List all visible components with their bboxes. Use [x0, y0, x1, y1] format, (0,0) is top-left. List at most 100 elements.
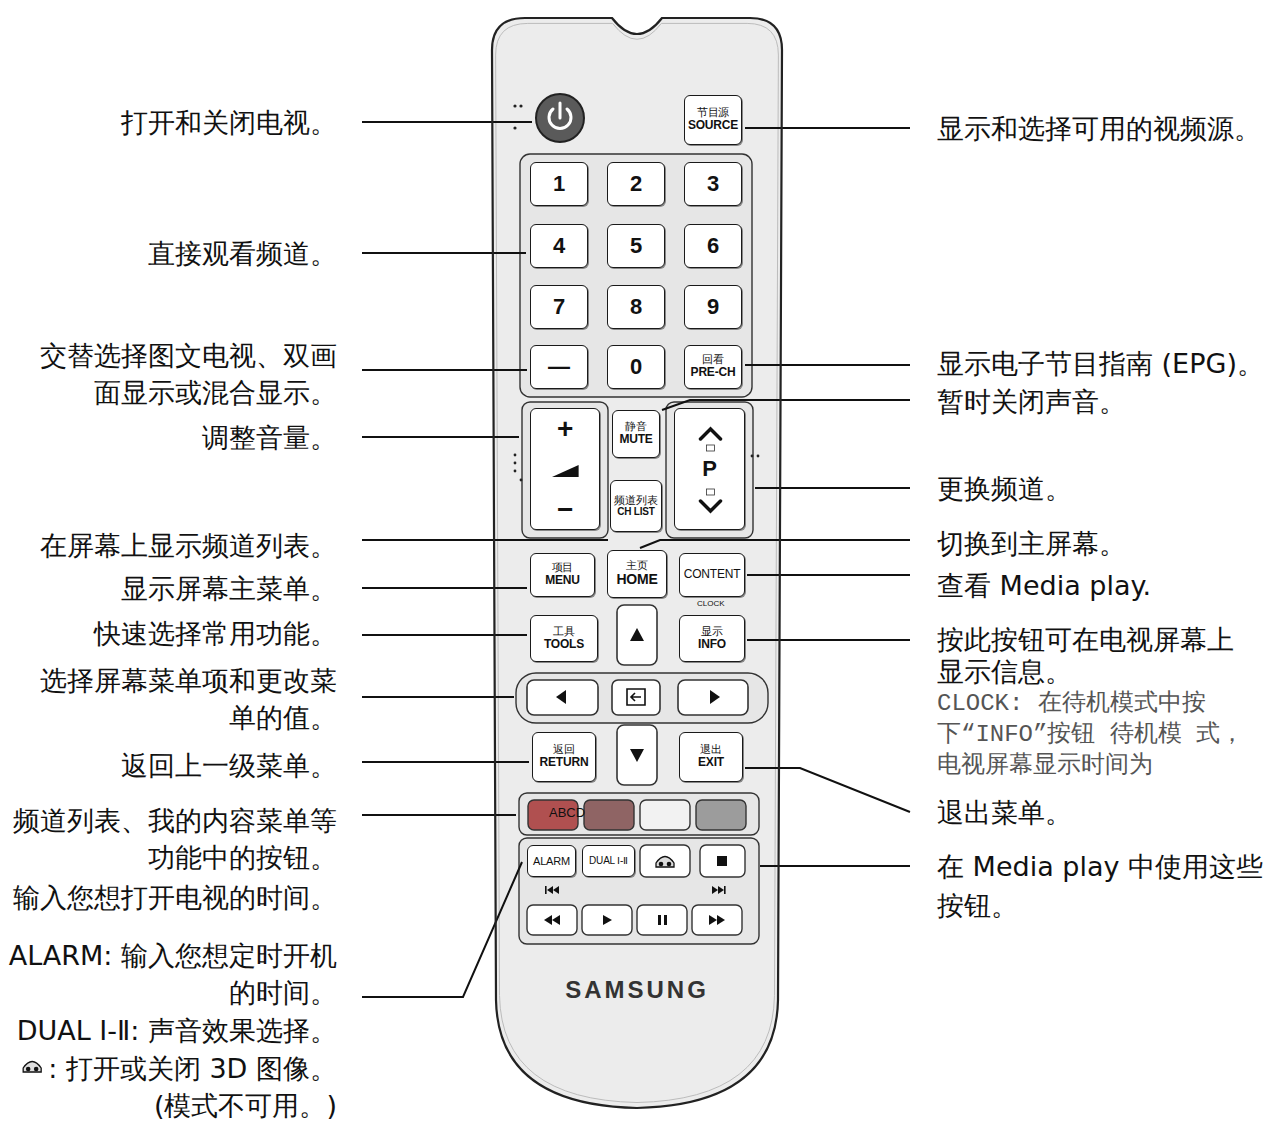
callout-text: 显示电子节目指南 (EPG)。: [937, 345, 1264, 382]
button-text: 8: [630, 295, 642, 320]
media-key: [527, 905, 577, 935]
remote-body-fill: [492, 18, 782, 1108]
button-text: TOOLS: [544, 638, 584, 651]
remote-button: 回看PRE-CH: [684, 345, 742, 389]
digit-group-outline: [520, 154, 752, 397]
left-key: [527, 680, 598, 715]
color-key-group: [519, 793, 759, 835]
enter-key: [612, 680, 660, 715]
power-symbol: [549, 103, 571, 128]
remote-button: 0: [607, 345, 665, 389]
skip-forward-bar: [724, 886, 726, 894]
indicator-dot: [757, 455, 760, 458]
channel-mini-icon: [707, 489, 715, 495]
3d-key: [640, 845, 690, 877]
button-text: 频道列表: [614, 495, 657, 507]
remote-button: 1: [530, 162, 588, 206]
channel-mini-icon: [707, 445, 715, 451]
button-text: SOURCE: [688, 119, 738, 132]
indicator-dot: [751, 455, 754, 458]
indicator-dot: [514, 454, 517, 457]
leader-line: [362, 252, 526, 254]
leader-line: [362, 862, 522, 997]
callout-text: 返回上一级菜单。: [121, 747, 337, 784]
callout-text: 退出菜单。: [937, 794, 1072, 831]
button-text: EXIT: [698, 756, 724, 769]
leader-line: [760, 865, 910, 867]
remote-button: CONTENT: [679, 553, 745, 597]
callout-text: 输入您想打开电视的时间。: [13, 879, 337, 916]
leader-line: [755, 487, 910, 489]
up-arrow: [630, 628, 644, 641]
pause-symbol: [658, 915, 661, 925]
button-text: 0: [630, 355, 642, 380]
button-text: 7: [553, 295, 565, 320]
callout-text: 查看 Media play.: [937, 567, 1151, 604]
3d-symbol-lens: [667, 862, 672, 867]
button-text: +: [557, 413, 573, 444]
leader-line: [362, 436, 519, 438]
remote-button: 退出EXIT: [679, 732, 743, 782]
callout-text: : 打开或关闭 3D 图像。 (模式不可用。): [0, 1050, 337, 1124]
leader-line: [362, 121, 532, 123]
callout-text: 直接观看频道。: [148, 235, 337, 272]
3d-legend-symbol-lens: [34, 1067, 39, 1072]
button-text: RETURN: [540, 756, 589, 769]
remote-button: 主页HOME: [607, 550, 667, 598]
remote-button: 9: [684, 285, 742, 329]
leader-line: [362, 369, 527, 371]
button-text: 工具: [553, 626, 575, 638]
callout-text: 暂时关闭声音。: [937, 383, 1126, 420]
leader-line: [747, 574, 910, 576]
callout-text: 在屏幕上显示频道列表。: [40, 527, 337, 564]
button-text: ALARM: [533, 855, 570, 867]
leader-line: [747, 639, 910, 641]
volume-group-outline: [522, 402, 608, 538]
skip-back-symbol: [553, 886, 559, 894]
key-marking: CLOCK: [697, 599, 725, 609]
right-key: [678, 680, 748, 715]
callout-text: 按此按钮可在电视屏幕上 显示信息。: [937, 624, 1282, 688]
callout-text: CLOCK: 在待机模式中按 下“INFO”按钮 待机模 式，电视屏幕显示时间为: [937, 688, 1257, 781]
button-text: 显示: [701, 626, 723, 638]
button-text: 返回: [553, 744, 575, 756]
brand-name: SAMSUNG: [488, 976, 786, 1004]
volume-wedge-shape: [552, 465, 579, 477]
remote-button: 显示INFO: [679, 615, 745, 662]
button-text: CH LIST: [617, 506, 655, 517]
remote-button: 频道列表CH LIST: [610, 480, 661, 532]
callout-text: DUAL Ⅰ-Ⅱ: 声音效果选择。: [17, 1012, 337, 1049]
right-arrow: [710, 690, 720, 704]
remote-button: 项目MENU: [530, 553, 595, 597]
remote-button: 5: [607, 224, 665, 268]
button-text: 节目源: [697, 107, 729, 119]
leader-line: [362, 587, 527, 589]
3d-legend-symbol: [23, 1062, 41, 1073]
button-text: 2: [630, 172, 642, 197]
leader-line: [362, 814, 516, 816]
button-text: DUAL Ⅰ-Ⅱ: [589, 855, 628, 866]
remote-button: 节目源SOURCE: [684, 95, 742, 145]
button-text: HOME: [616, 572, 657, 588]
button-text: P: [702, 457, 716, 482]
skip-back-symbol: [547, 886, 553, 894]
remote-button: 3: [684, 162, 742, 206]
indicator-dot: [514, 470, 517, 473]
power-button: [536, 94, 584, 142]
button-text: 回看: [702, 354, 724, 366]
play-symbol: [603, 915, 612, 925]
rewind-symbol: [544, 915, 552, 925]
pause-symbol: [664, 915, 667, 925]
stop-key: [700, 845, 745, 877]
down-arrow: [630, 749, 644, 762]
callout-text: 选择屏幕菜单项和更改菜 单的值。: [0, 662, 337, 736]
leader-line: [745, 768, 910, 812]
indicator-dot: [513, 104, 516, 107]
remote-button: P: [674, 408, 745, 530]
callout-text: 在 Media play 中使用这些 按钮。: [937, 847, 1282, 925]
remote-button: 4: [530, 224, 588, 268]
button-text: 1: [553, 172, 565, 197]
button-text: PRE-CH: [691, 366, 736, 379]
callout-text: 交替选择图文电视、双画 面显示或混合显示。: [0, 337, 337, 411]
